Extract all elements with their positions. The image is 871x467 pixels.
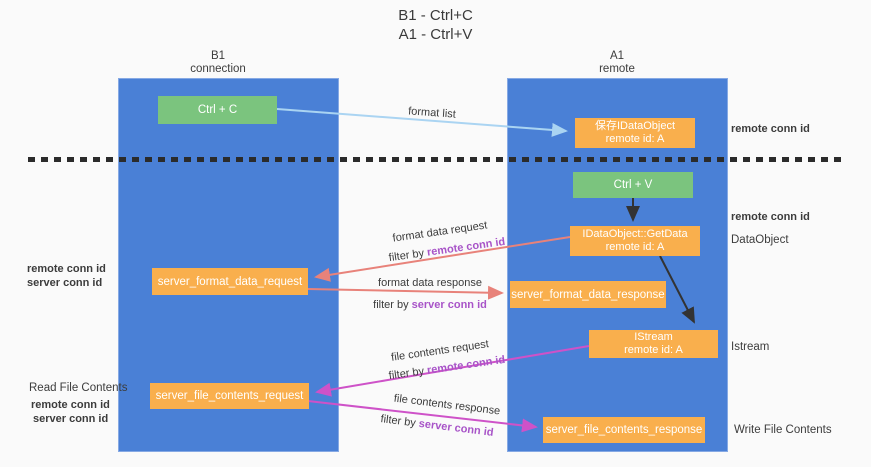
getdata-line2: remote id: A [605, 241, 665, 253]
server-conn-id-annotation-left2: server conn id [33, 413, 109, 425]
title-line-2: A1 - Ctrl+V [398, 26, 473, 43]
column-header-b1: B1 connection [158, 50, 278, 76]
save-idataobject-line1: 保存IDataObject [594, 120, 676, 132]
server-conn-id-annotation-left1: server conn id [27, 277, 103, 289]
server-format-data-request-label: server_format_data_request [157, 275, 303, 288]
column-a1-role: remote [599, 63, 635, 75]
file-response-filter-label: filter by server conn id [380, 413, 494, 439]
server-format-data-response-node: server_format_data_response [510, 281, 666, 308]
server-file-contents-response-label: server_file_contents_response [545, 424, 703, 436]
dataobject-annotation: DataObject [731, 234, 789, 246]
column-header-a1: A1 remote [557, 50, 677, 76]
filter-by-text: filter by [388, 247, 425, 265]
ctrl-v-node: Ctrl + V [573, 172, 693, 198]
diagram-title: B1 - Ctrl+C A1 - Ctrl+V [0, 6, 871, 44]
server-file-contents-response-node: server_file_contents_response [543, 417, 705, 443]
column-b1-role: connection [190, 63, 246, 75]
istream-node: IStream remote id: A [589, 330, 718, 358]
format-list-label: format list [407, 105, 457, 121]
filter-by-text: filter by [388, 365, 425, 383]
ctrl-c-node: Ctrl + C [158, 96, 277, 124]
getdata-line1: IDataObject::GetData [582, 228, 688, 240]
column-b1-name: B1 [210, 50, 226, 62]
save-idataobject-line2: remote id: A [605, 133, 665, 145]
filter-by-text: filter by [373, 299, 409, 311]
remote-conn-id-annotation-top: remote conn id [731, 123, 810, 135]
column-a1-name: A1 [609, 50, 625, 62]
phase-separator-dashed-line [28, 157, 843, 162]
server-file-contents-request-label: server_file_contents_request [155, 390, 304, 402]
remote-conn-id-annotation-getdata: remote conn id [731, 211, 810, 223]
filter-by-text: filter by [379, 413, 417, 430]
file-contents-response-label: file contents response [393, 392, 501, 418]
read-file-contents-annotation: Read File Contents [29, 382, 128, 394]
format-response-filter-label: filter by server conn id [373, 299, 487, 311]
server-format-data-response-label: server_format_data_response [511, 288, 665, 301]
write-file-contents-annotation: Write File Contents [734, 424, 832, 436]
remote-conn-id-annotation-left1: remote conn id [27, 263, 106, 275]
server-format-data-request-node: server_format_data_request [152, 268, 308, 295]
server-conn-id-text: server conn id [418, 417, 495, 439]
server-file-contents-request-node: server_file_contents_request [150, 383, 309, 409]
idataobject-getdata-node: IDataObject::GetData remote id: A [570, 226, 700, 256]
save-idataobject-node: 保存IDataObject remote id: A [575, 118, 695, 148]
ctrl-c-label: Ctrl + C [197, 104, 238, 116]
remote-conn-id-text: remote conn id [426, 235, 506, 259]
title-line-1: B1 - Ctrl+C [398, 7, 473, 24]
istream-line1: IStream [634, 331, 673, 343]
istream-line2: remote id: A [624, 344, 683, 356]
format-data-response-label: format data response [378, 277, 482, 289]
server-conn-id-text: server conn id [411, 299, 487, 311]
istream-annotation: Istream [731, 341, 770, 353]
ctrl-v-label: Ctrl + V [613, 179, 653, 191]
remote-conn-id-annotation-left2: remote conn id [31, 399, 110, 411]
